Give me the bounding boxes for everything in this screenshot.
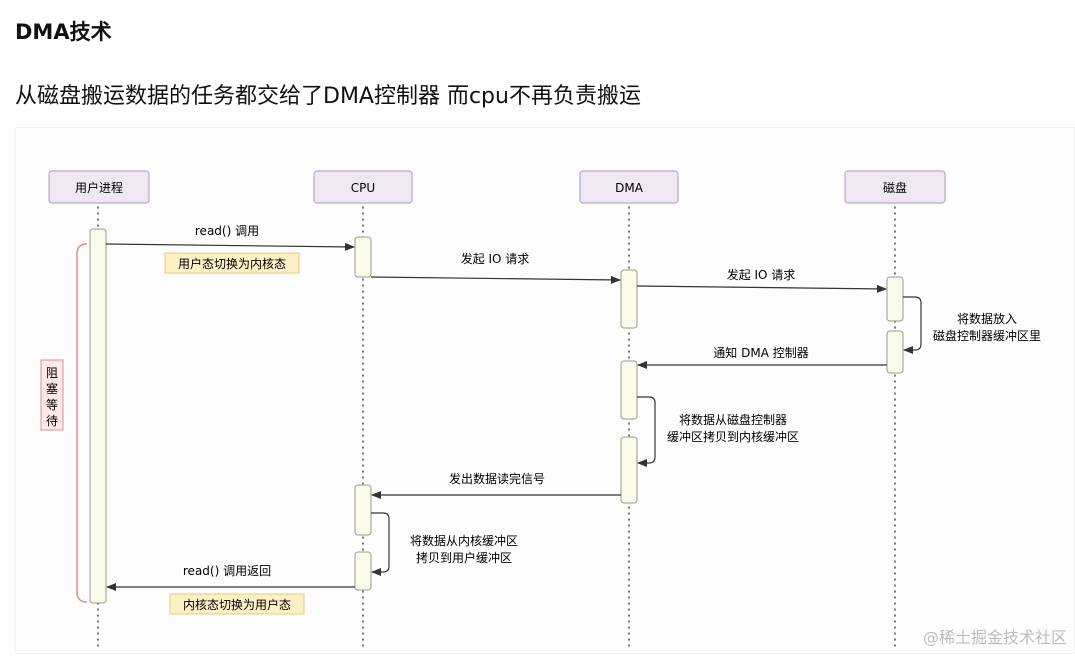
page-subtitle: 从磁盘搬运数据的任务都交给了DMA控制器 而cpu不再负责搬运: [15, 84, 641, 109]
participant-cpu: CPU: [313, 170, 413, 204]
svg-text:内核态切换为用户态: 内核态切换为用户态: [183, 597, 291, 612]
activation-cpu-1: [354, 236, 372, 278]
activation-disk-1: [886, 276, 904, 322]
note-cpu-line1: 将数据从内核缓冲区: [410, 533, 518, 548]
activation-bars: [89, 228, 904, 604]
message-label: read() 调用: [195, 224, 259, 238]
activation-dma-1: [620, 269, 638, 329]
note-disk-line2: 磁盘控制器缓冲区里: [933, 328, 1041, 343]
arrow-disk-self: [903, 296, 922, 354]
svg-text:用户态切换为内核态: 用户态切换为内核态: [178, 256, 286, 271]
watermark: @稀土掘金技术社区: [922, 628, 1067, 647]
message-arrows: [105, 242, 922, 591]
note-cpu-line2: 拷贝到用户缓冲区: [416, 550, 512, 565]
blocking-brace: 阻 塞 等 待: [40, 243, 88, 603]
participant-label: 磁盘: [883, 180, 907, 195]
note-user-to-kernel: 用户态切换为内核态: [164, 252, 300, 274]
participant-label: DMA: [615, 181, 644, 195]
arrow-dma-self: [637, 396, 656, 467]
note-dma-line1: 将数据从磁盘控制器: [679, 412, 787, 427]
sequence-diagram: 用户进程 CPU DMA 磁盘: [15, 127, 1075, 654]
activation-cpu-3: [354, 551, 372, 591]
activation-cpu-2: [354, 484, 372, 536]
message-label: 发起 IO 请求: [727, 267, 796, 282]
arrow-io-request-cpu: [370, 275, 621, 284]
note-kernel-to-user: 内核态切换为用户态: [169, 593, 305, 615]
activation-dma-2: [620, 360, 638, 420]
arrow-cpu-self: [371, 512, 390, 576]
arrow-io-request-dma: [636, 284, 887, 293]
activation-dma-3: [620, 436, 638, 504]
diagram-canvas: 用户进程 CPU DMA 磁盘: [40, 170, 1041, 650]
note-disk-line1: 将数据放入: [957, 311, 1017, 326]
message-label: 发出数据读完信号: [449, 471, 545, 486]
participant-label: CPU: [351, 181, 375, 195]
activation-user-process: [89, 228, 107, 604]
blocking-label-char: 塞: [46, 381, 58, 396]
message-label: 发起 IO 请求: [461, 251, 530, 266]
participant-disk: 磁盘: [844, 170, 946, 204]
participant-dma: DMA: [579, 170, 679, 204]
participant-label: 用户进程: [75, 180, 123, 195]
blocking-label-char: 阻: [46, 366, 58, 380]
note-dma-line2: 缓冲区拷贝到内核缓冲区: [667, 429, 799, 444]
participant-user-process: 用户进程: [48, 170, 150, 204]
activation-disk-2: [886, 330, 904, 374]
page-heading: DMA技术: [15, 20, 112, 44]
arrow-read-call: [105, 242, 355, 251]
message-label: 通知 DMA 控制器: [713, 346, 808, 360]
message-label: read() 调用返回: [183, 564, 271, 578]
blocking-label-char: 待: [46, 414, 58, 428]
blocking-label-char: 等: [46, 398, 58, 412]
